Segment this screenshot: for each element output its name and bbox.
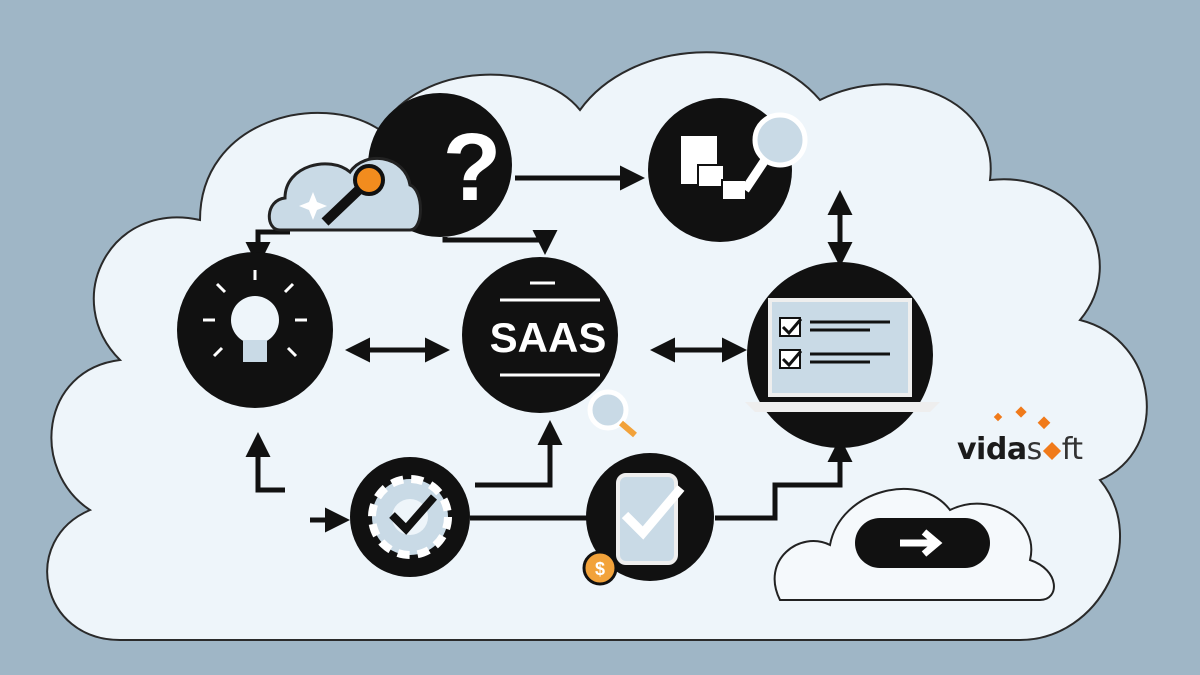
document-search-node [648,98,808,242]
logo-diamond-o [1042,441,1061,461]
question-mark-icon: ? [443,114,502,221]
cloud-arrow-node [773,487,1055,601]
saas-label: SAAS [490,314,607,361]
gear-check-icon [368,475,452,559]
laptop-node [745,262,940,448]
coin-icon: $ [595,559,605,579]
gear-check-node [350,457,470,577]
logo-bold-text: vida [957,432,1027,467]
cloud-upload-icon [267,156,422,232]
question-node: ? [267,93,512,237]
magnifier-icon [741,112,808,193]
connector-arrows [245,165,853,533]
documents-icon [679,134,747,201]
phone-check-icon: $ [582,473,685,586]
logo-ft: ft [1061,432,1083,467]
logo-s: s [1026,432,1043,467]
phone-check-node: $ [582,453,714,586]
saas-node: SAAS [462,257,637,438]
arrow-right-icon [900,529,943,557]
lightbulb-node [177,252,333,408]
laptop-checklist-icon [745,298,940,412]
lightbulb-icon [203,270,307,362]
small-magnifier-icon [587,389,637,438]
